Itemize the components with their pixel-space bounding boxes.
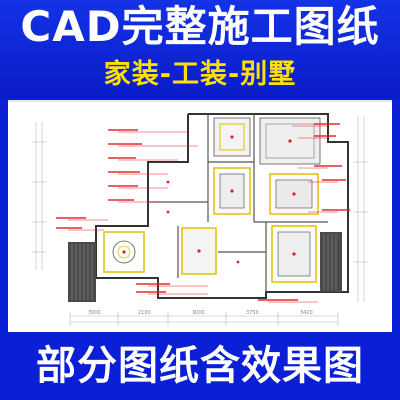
header-band — [0, 0, 400, 98]
inner-walls — [148, 114, 328, 292]
footer-band — [0, 332, 400, 400]
dimension-label: 3420 — [300, 310, 313, 316]
dimension-labels: 3900 2100 3000 3750 3420 — [88, 310, 313, 316]
dimension-label: 3000 — [192, 310, 205, 316]
balcony-hatching — [68, 232, 342, 302]
bottom-dimension-lines — [69, 312, 339, 326]
dimension-label: 3900 — [88, 310, 101, 316]
ceiling-plan-drawing: 3900 2100 3000 3750 3420 — [32, 113, 368, 326]
annotation-leaders — [68, 125, 338, 303]
dimension-label: 2100 — [138, 310, 151, 316]
banner-footer: 部分图纸含效果图 — [36, 343, 364, 389]
banner-title: CAD完整施工图纸 — [20, 2, 380, 51]
ceiling-panels — [103, 117, 321, 283]
banner-subtitle: 家装-工装-别墅 — [103, 59, 297, 90]
ceiling-lights — [122, 135, 296, 264]
left-dimension-lines — [32, 122, 46, 270]
dimension-label: 3750 — [246, 310, 259, 316]
annotation-text-marks — [56, 123, 350, 301]
right-dimension-lines — [354, 116, 368, 302]
outer-walls — [95, 113, 349, 299]
cad-drawing-preview: 3900 2100 3000 3750 3420 — [8, 100, 392, 334]
